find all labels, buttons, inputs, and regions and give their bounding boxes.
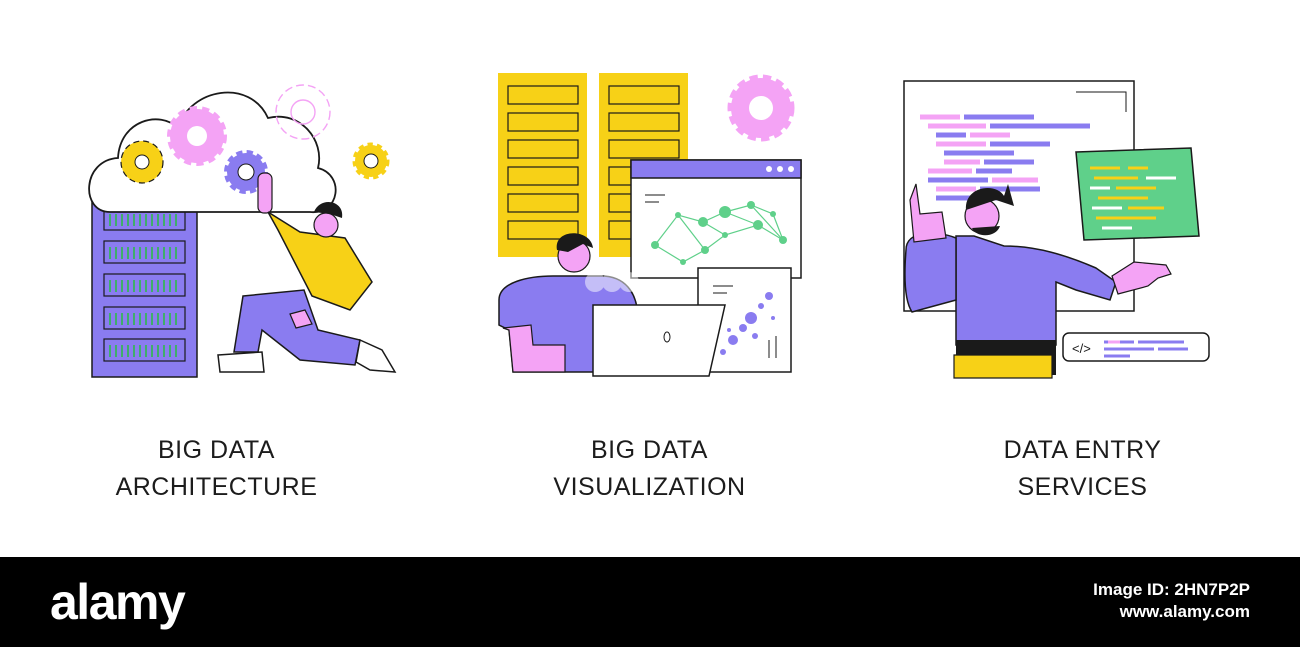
image-id: Image ID: 2HN7P2P www.alamy.com: [1093, 579, 1250, 623]
panel-big-data-visualization: BIG DATA VISUALIZATION: [433, 0, 866, 557]
architecture-illustration: [88, 84, 397, 378]
network-chart-window: [630, 159, 802, 279]
alamy-logo: alamy: [50, 574, 186, 630]
panel-data-entry-services: </> DATA ENTRY SERVICES: [866, 0, 1299, 557]
caption-big-data-architecture: BIG DATA ARCHITECTURE: [0, 432, 433, 506]
woman-figure: [217, 172, 397, 373]
gear-icon-yellow: [120, 140, 164, 184]
visualization-illustration: [498, 73, 802, 377]
illustration-stage: BIG DATA ARCHITECTURE: [0, 0, 1299, 557]
caption-line-1: DATA ENTRY: [1003, 436, 1162, 464]
code-tag-icon: </>: [1072, 341, 1091, 356]
green-code-window: [1075, 147, 1200, 241]
server-slots: [103, 207, 186, 362]
caption-line-2: VISUALIZATION: [553, 473, 746, 501]
code-tag-pill: </>: [1062, 332, 1210, 362]
image-id-line: Image ID: 2HN7P2P: [1093, 580, 1250, 599]
data-entry-illustration: </>: [903, 80, 1210, 379]
gear-icon-purple: [224, 150, 268, 194]
gear-icon-pink: [727, 74, 795, 142]
image-site-line: www.alamy.com: [1119, 602, 1250, 621]
caption-line-1: BIG DATA: [591, 436, 708, 464]
gear-icon-small-yellow: [352, 142, 390, 180]
caption-big-data-visualization: BIG DATA VISUALIZATION: [433, 432, 866, 506]
footer-bar: alamy Image ID: 2HN7P2P www.alamy.com: [0, 557, 1300, 647]
caption-line-2: SERVICES: [1017, 473, 1148, 501]
gear-outline-icon: [275, 84, 331, 140]
panel-big-data-architecture: BIG DATA ARCHITECTURE: [0, 0, 433, 557]
caption-data-entry-services: DATA ENTRY SERVICES: [866, 432, 1299, 506]
gear-icon-pink: [167, 106, 227, 166]
caption-line-1: BIG DATA: [158, 436, 275, 464]
developer-figure: [904, 183, 1172, 379]
server-lights: [109, 214, 177, 357]
laptop-icon: [592, 304, 726, 377]
caption-line-2: ARCHITECTURE: [115, 473, 318, 501]
server-slots: [507, 85, 680, 240]
